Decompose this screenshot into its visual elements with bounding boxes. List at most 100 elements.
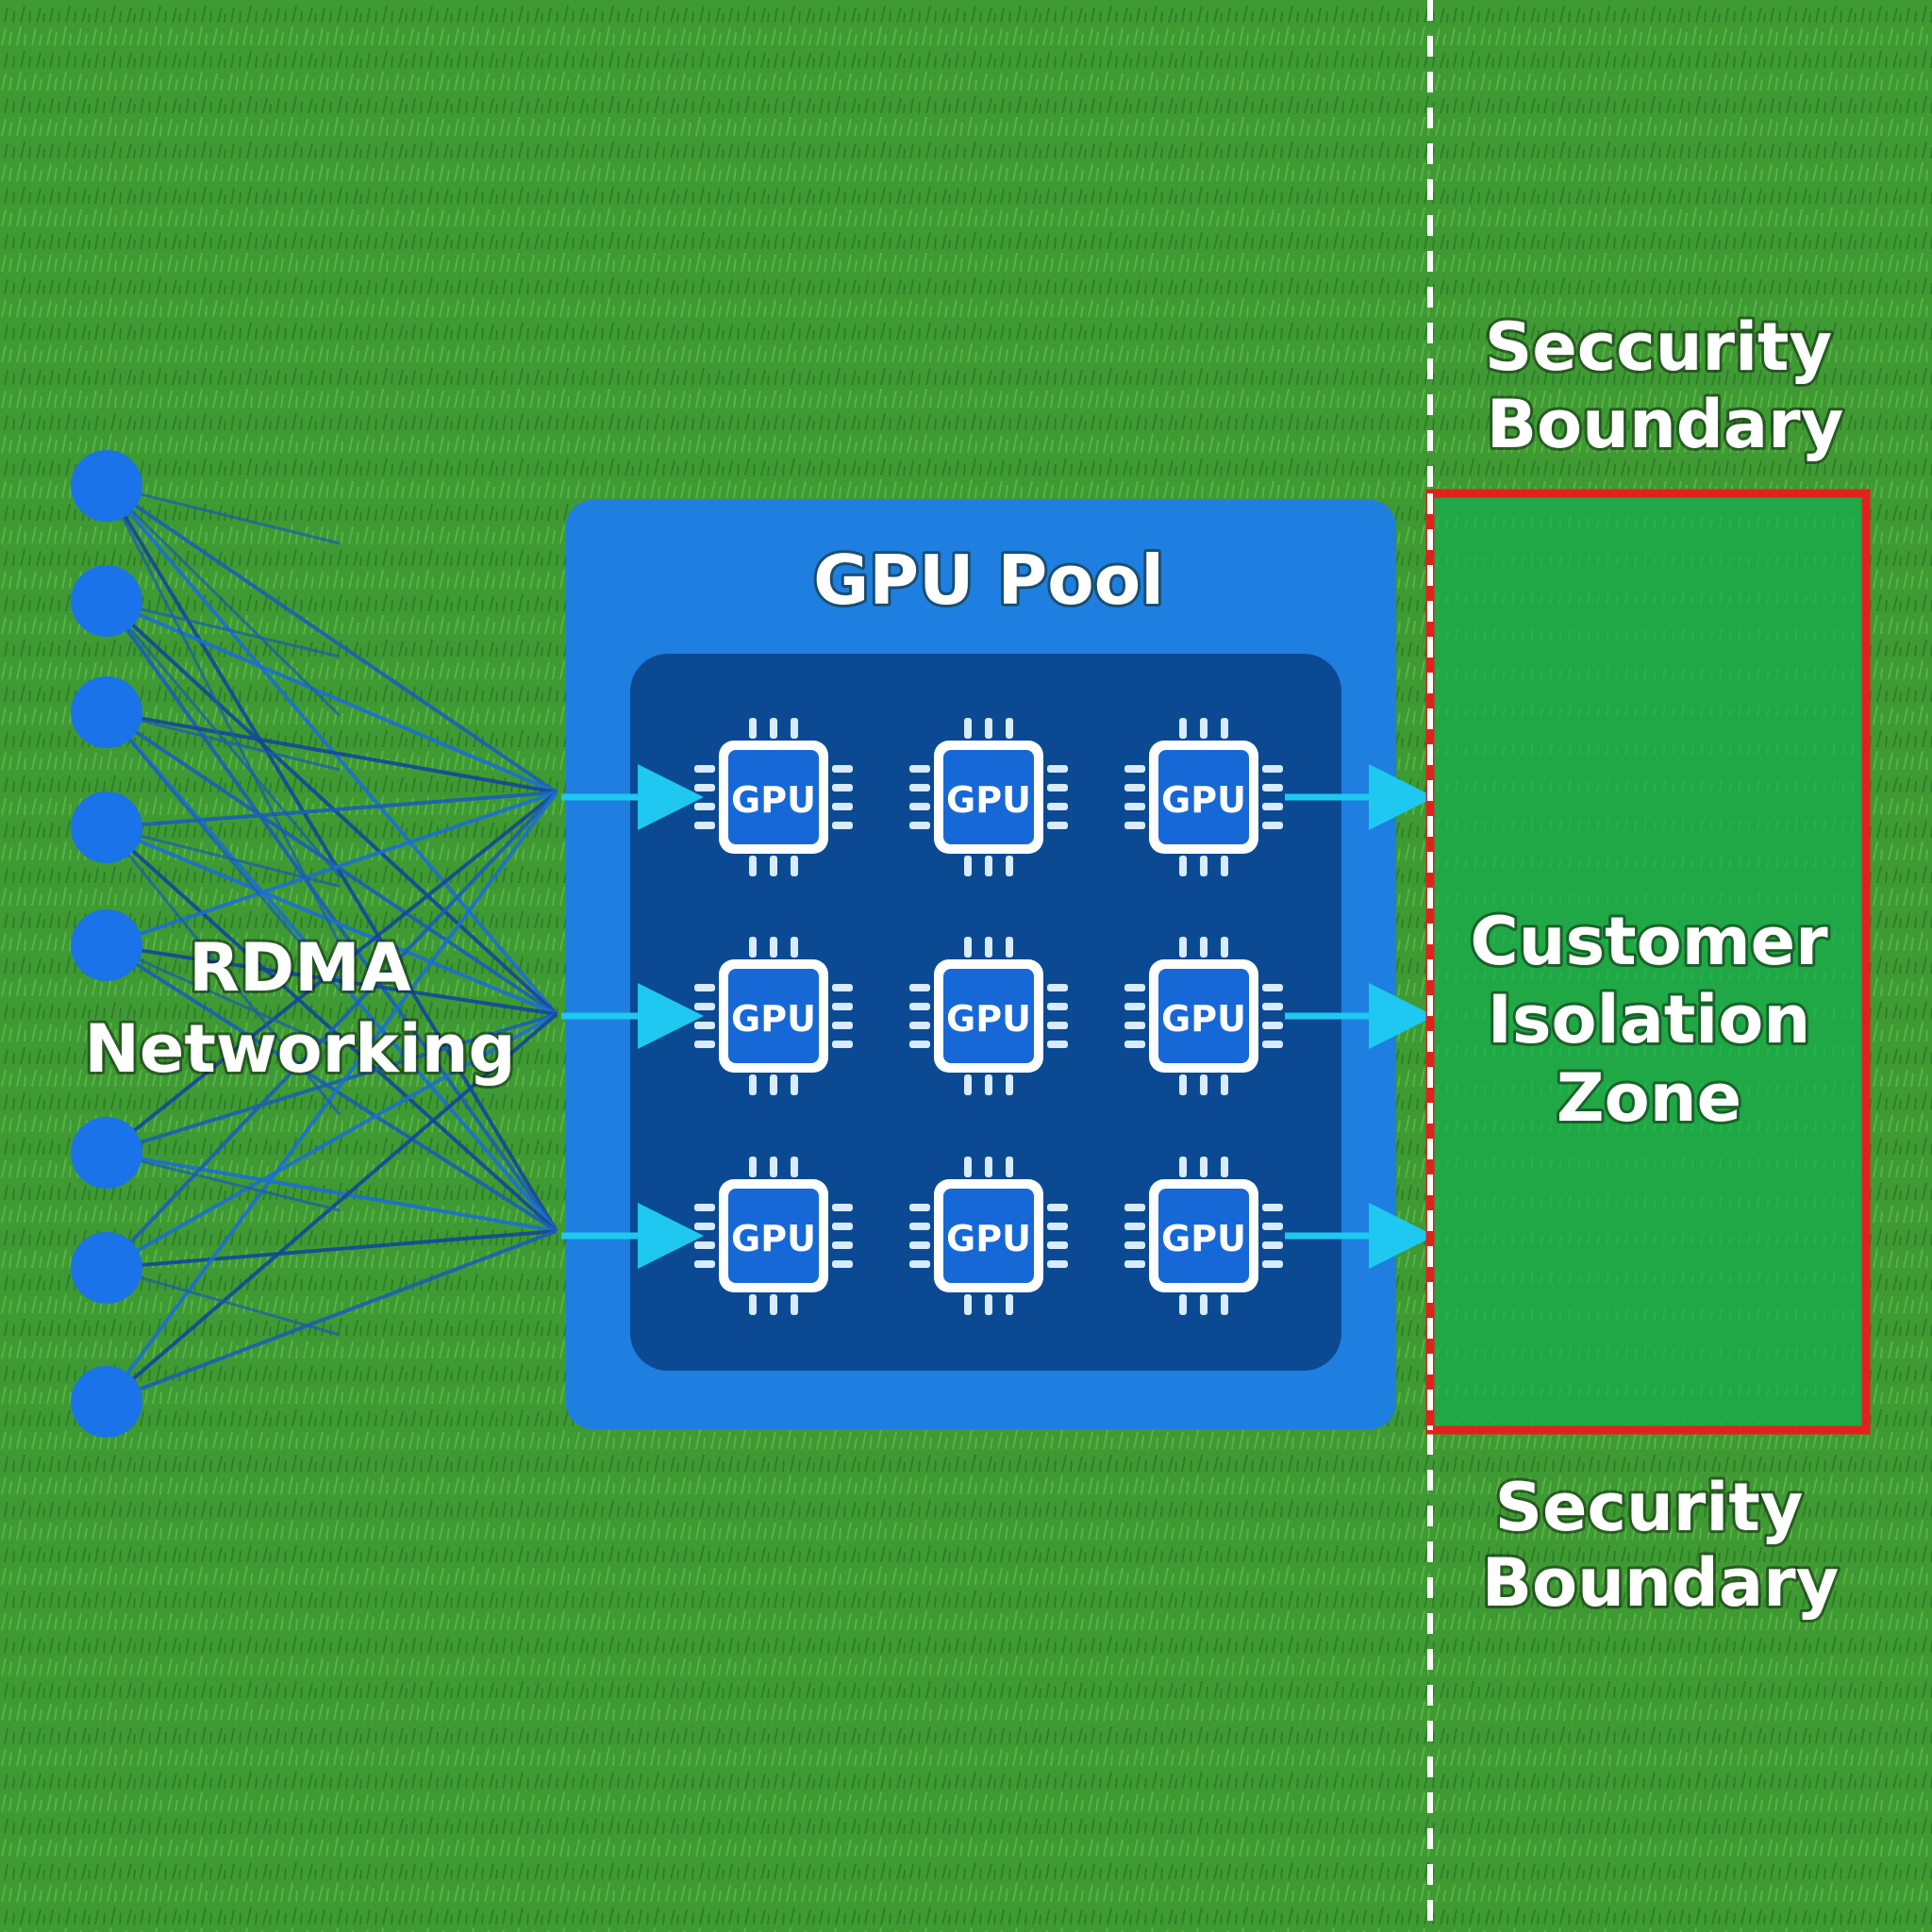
- chip-pin: [1200, 1157, 1208, 1177]
- chip-pin: [1262, 1204, 1283, 1211]
- chip-pin: [832, 765, 853, 773]
- output-arrows: [1285, 764, 1435, 1269]
- chip-pin: [964, 937, 972, 958]
- chip-pin: [832, 1260, 853, 1268]
- chip-pin: [985, 718, 992, 739]
- chip-pin: [1221, 937, 1228, 958]
- network-link: [106, 1229, 558, 1404]
- chip-pin: [749, 718, 757, 739]
- network-nodes: [71, 450, 142, 1438]
- network-link: [105, 791, 558, 1270]
- zone-label-line3: Zone: [1557, 1059, 1741, 1137]
- gpu-chip-icon: GPU: [909, 1157, 1068, 1315]
- chip-pin: [1124, 1204, 1145, 1211]
- chip-label: GPU: [731, 998, 816, 1040]
- chip-pin: [770, 937, 777, 958]
- chip-pin: [909, 984, 930, 991]
- chip-pin: [749, 856, 757, 876]
- chip-pin: [694, 1022, 715, 1029]
- network-label-line2: Networking: [84, 1010, 515, 1088]
- chip-pin: [749, 1074, 757, 1095]
- chip-pin: [1262, 803, 1283, 810]
- chip-core: [943, 750, 1034, 844]
- network-link: [105, 484, 341, 717]
- chip-core: [1158, 1189, 1249, 1283]
- boundary-top-line2: Boundary: [1487, 386, 1844, 463]
- gpu-pool-title: GPU Pool: [813, 541, 1164, 620]
- chip-pin: [1047, 1223, 1068, 1230]
- chip-pin: [1006, 1074, 1013, 1095]
- chip-pin: [1179, 937, 1187, 958]
- chip-core: [943, 1189, 1034, 1283]
- chip-pin: [985, 1157, 992, 1177]
- chip-pin: [964, 856, 972, 876]
- gpu-chip-icon: GPU: [909, 937, 1068, 1095]
- chip-pin: [694, 1003, 715, 1010]
- chip-label: GPU: [946, 779, 1031, 821]
- chip-pin: [1124, 1260, 1145, 1268]
- chip-pin: [1221, 856, 1228, 876]
- chip-pin: [1124, 1022, 1145, 1029]
- chip-pin: [694, 1241, 715, 1249]
- chip-pin: [1262, 765, 1283, 773]
- network-link: [106, 1012, 558, 1155]
- chip-pin: [1047, 784, 1068, 791]
- chip-label: GPU: [946, 998, 1031, 1040]
- chip-pin: [791, 1157, 798, 1177]
- network-node-icon: [71, 791, 142, 863]
- input-arrows: [561, 764, 704, 1269]
- gpu-chip-icon: GPU: [694, 1157, 853, 1315]
- boundary-top-line1: Seccurity: [1485, 308, 1832, 386]
- chip-core: [728, 969, 819, 1063]
- network-link: [106, 825, 341, 888]
- chip-pin: [909, 765, 930, 773]
- chip-pin: [1006, 856, 1013, 876]
- chip-pin: [1124, 984, 1145, 991]
- chip-pin: [791, 856, 798, 876]
- chip-pin: [964, 1294, 972, 1315]
- chip-pin: [1262, 822, 1283, 829]
- chip-pin: [1179, 856, 1187, 876]
- chip-pin: [1262, 984, 1283, 991]
- chip-pin: [909, 784, 930, 791]
- chip-pin: [832, 784, 853, 791]
- network-link: [106, 484, 341, 545]
- network-link: [105, 600, 341, 878]
- chip-pin: [694, 765, 715, 773]
- network-link: [105, 484, 558, 794]
- chip-pin: [1200, 856, 1208, 876]
- chip-pin: [1124, 803, 1145, 810]
- network-link: [106, 710, 341, 772]
- chip-pin: [985, 1074, 992, 1095]
- chip-pin: [1262, 1223, 1283, 1230]
- network-link: [106, 1266, 341, 1337]
- chip-pin: [791, 1294, 798, 1315]
- chip-pin: [1047, 765, 1068, 773]
- gpu-chip-icon: GPU: [1124, 1157, 1283, 1315]
- network-link: [105, 599, 558, 1016]
- chip-pin: [1124, 822, 1145, 829]
- chip-pin: [1047, 1204, 1068, 1211]
- chip-pin: [1262, 1260, 1283, 1268]
- chip-pin: [832, 1003, 853, 1010]
- chip-pin: [1179, 1074, 1187, 1095]
- chip-pin: [832, 822, 853, 829]
- chip-pin: [1047, 984, 1068, 991]
- network-link: [106, 825, 558, 1016]
- gpu-chip-icon: GPU: [1124, 718, 1283, 876]
- chip-pin: [694, 784, 715, 791]
- network-link: [106, 599, 341, 658]
- chip-core: [728, 1189, 819, 1283]
- chip-pin: [832, 1204, 853, 1211]
- zone-label-line1: Customer: [1470, 903, 1828, 980]
- chip-pin: [1221, 1294, 1228, 1315]
- chip-pin: [909, 1003, 930, 1010]
- network-link: [106, 1151, 558, 1233]
- chip-label: GPU: [946, 1218, 1031, 1259]
- chip-pin: [1124, 1223, 1145, 1230]
- network-link: [106, 1151, 341, 1212]
- chip-pin: [832, 803, 853, 810]
- chip-pin: [749, 937, 757, 958]
